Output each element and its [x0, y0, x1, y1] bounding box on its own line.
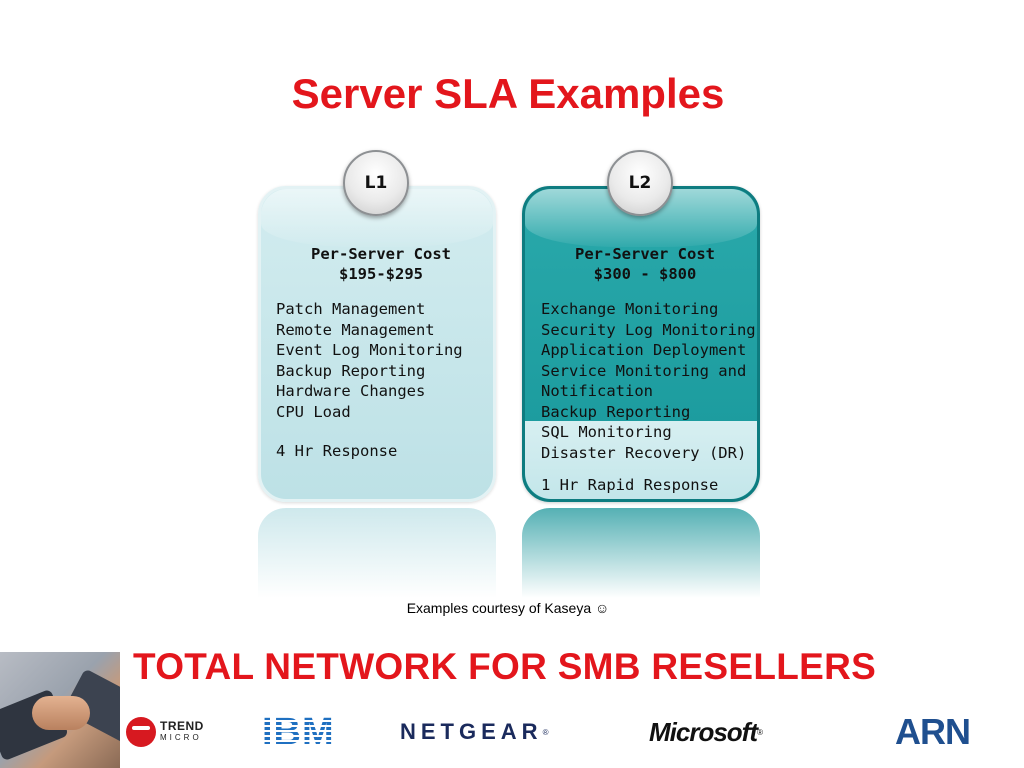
tier-l2-reflection	[522, 508, 760, 598]
netgear-logo-text: NETGEAR	[400, 719, 543, 744]
handshake-icon	[0, 652, 120, 768]
tier-l2-cost-range: $300 - $800	[593, 265, 697, 283]
slide-title: Server SLA Examples	[291, 70, 725, 117]
tier-l2-services: Exchange Monitoring Security Log Monitor…	[541, 300, 756, 462]
tier-l1-response: 4 Hr Response	[276, 442, 398, 460]
microsoft-logo-text: Microsoft	[649, 716, 758, 747]
netgear-logo-icon: NETGEAR®	[400, 719, 549, 744]
ibm-logo-icon: IBM	[262, 710, 335, 753]
card-lower-band	[525, 421, 757, 499]
tier-l1-services: Patch Management Remote Management Event…	[276, 300, 463, 421]
tier-l1-badge: L1	[343, 150, 409, 216]
footer-tagline: TOTAL NETWORK FOR SMB RESELLERS	[133, 646, 877, 687]
tier-l1-cost: Per-Server Cost $195-$295	[262, 244, 500, 284]
microsoft-logo-icon: Microsoft®	[649, 716, 763, 747]
arn-logo-icon: ARN	[895, 711, 971, 752]
tier-l1-cost-heading: Per-Server Cost	[311, 245, 451, 263]
tier-l2-cost-heading: Per-Server Cost	[575, 245, 715, 263]
tier-l1-label: L1	[364, 173, 388, 193]
trend-micro-line2: MICRO	[160, 733, 202, 742]
tier-l1-cost-range: $195-$295	[339, 265, 423, 283]
tier-l2-label: L2	[628, 173, 652, 193]
tier-l2-response: 1 Hr Rapid Response	[541, 476, 719, 494]
courtesy-note: Examples courtesy of Kaseya ☺	[406, 600, 610, 616]
tier-l2-cost: Per-Server Cost $300 - $800	[526, 244, 764, 284]
trend-micro-line1: TREND	[160, 719, 204, 733]
tier-l1-reflection	[258, 508, 496, 598]
trend-micro-logo-icon: TREND MICRO	[126, 712, 204, 752]
trend-micro-mark-icon	[126, 717, 156, 747]
tier-l2-badge: L2	[607, 150, 673, 216]
